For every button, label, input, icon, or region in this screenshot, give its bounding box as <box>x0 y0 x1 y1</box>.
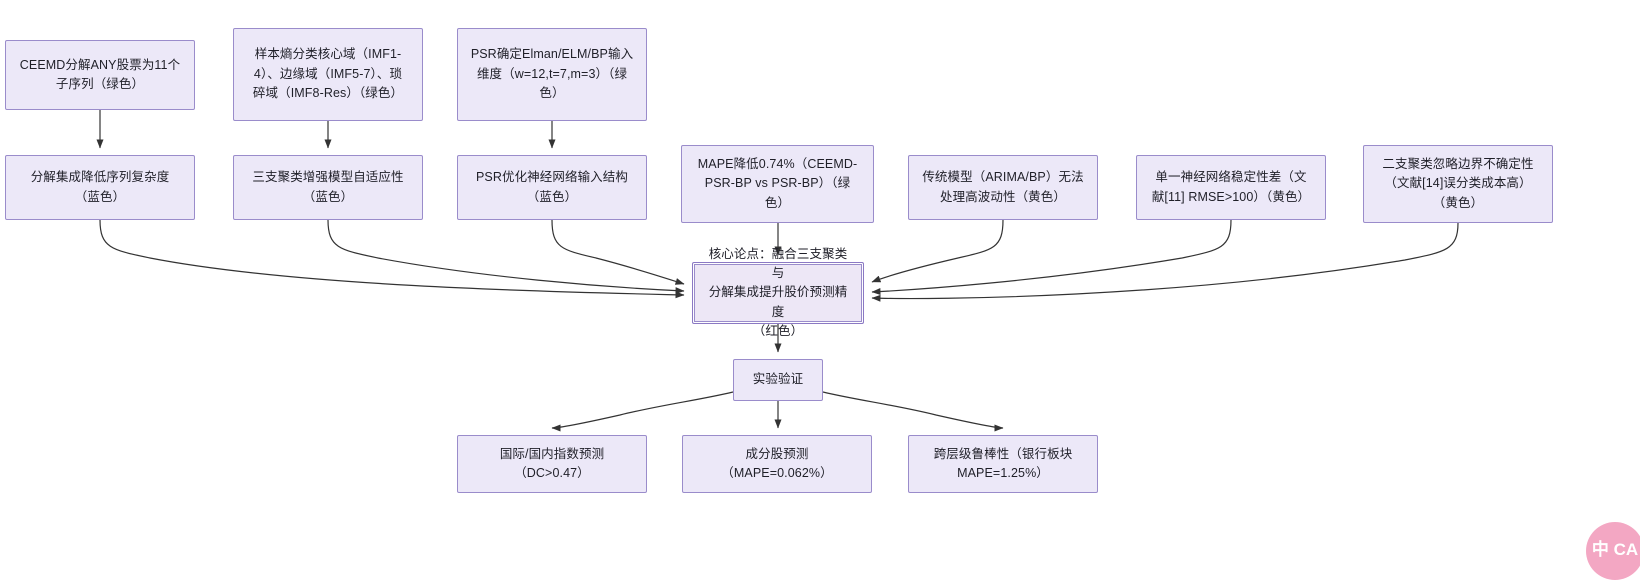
edge-threeway-to-core <box>327 219 685 295</box>
edge-traditional-to-core <box>871 219 1004 283</box>
edge-complexity-to-core <box>99 219 685 299</box>
psr-input-dimension-node-label: PSR确定Elman/ELM/BP输入 维度（w=12,t=7,m=3）（绿 色… <box>470 47 634 101</box>
edge-psropt-to-core <box>551 219 685 285</box>
traditional-model-limitation-node[interactable]: 传统模型（ARIMA/BP）无法 处理高波动性（黄色） <box>908 155 1098 220</box>
decomposition-complexity-node-label: 分解集成降低序列复杂度 （蓝色） <box>30 170 170 204</box>
experiment-validation-node-label: 实验验证 <box>752 372 804 387</box>
psr-optimize-network-node[interactable]: PSR优化神经网络输入结构 （蓝色） <box>457 155 647 220</box>
three-way-clustering-node-label: 三支聚类增强模型自适应性 （蓝色） <box>252 170 404 204</box>
ceemd-decompose-node-label: CEEMD分解ANY股票为11个 子序列（绿色） <box>19 57 181 91</box>
index-forecast-node[interactable]: 国际/国内指数预测 （DC>0.47） <box>457 435 647 493</box>
core-thesis-node[interactable]: 核心论点：融合三支聚类与 分解集成提升股价预测精度 （红色） <box>692 247 864 338</box>
watermark-badge: 中 CA <box>1586 522 1640 580</box>
single-network-stability-node[interactable]: 单一神经网络稳定性差（文 献[11] RMSE>100）（黄色） <box>1136 155 1326 220</box>
index-forecast-node-label: 国际/国内指数预测 （DC>0.47） <box>499 446 605 480</box>
decomposition-complexity-node[interactable]: 分解集成降低序列复杂度 （蓝色） <box>5 155 195 220</box>
cross-level-robustness-node-label: 跨层级鲁棒性（银行板块 MAPE=1.25%） <box>933 446 1073 480</box>
two-way-clustering-limitation-node-label: 二支聚类忽略边界不确定性 （文献[14]误分类成本高） （黄色） <box>1382 156 1534 210</box>
constituent-stock-forecast-node-label: 成分股预测 （MAPE=0.062%） <box>721 446 833 480</box>
edge-experiment-to-robust <box>822 391 1004 432</box>
three-way-clustering-node[interactable]: 三支聚类增强模型自适应性 （蓝色） <box>233 155 423 220</box>
psr-input-dimension-node[interactable]: PSR确定Elman/ELM/BP输入 维度（w=12,t=7,m=3）（绿 色… <box>457 28 647 121</box>
single-network-stability-node-label: 单一神经网络稳定性差（文 献[11] RMSE>100）（黄色） <box>1151 170 1311 204</box>
edge-single-to-core <box>871 219 1232 296</box>
mape-reduction-node[interactable]: MAPE降低0.74%（CEEMD- PSR-BP vs PSR-BP）（绿 色… <box>681 145 874 223</box>
mape-reduction-node-label: MAPE降低0.74%（CEEMD- PSR-BP vs PSR-BP）（绿 色… <box>697 156 858 210</box>
experiment-validation-node[interactable]: 实验验证 <box>733 359 823 401</box>
constituent-stock-forecast-node[interactable]: 成分股预测 （MAPE=0.062%） <box>682 435 872 493</box>
psr-optimize-network-node-label: PSR优化神经网络输入结构 （蓝色） <box>475 170 628 204</box>
core-thesis-node-label: 核心论点：融合三支聚类与 分解集成提升股价预测精度 （红色） <box>708 246 848 339</box>
sample-entropy-node-label: 样本熵分类核心域（IMF1- 4）、边缘域（IMF5-7）、琐 碎域（IMF8-… <box>252 47 404 101</box>
watermark-text: 中 CA <box>1591 540 1639 560</box>
traditional-model-limitation-node-label: 传统模型（ARIMA/BP）无法 处理高波动性（黄色） <box>922 170 1084 204</box>
edge-twoway-to-core <box>871 222 1459 302</box>
edge-experiment-to-index <box>551 391 734 432</box>
sample-entropy-node[interactable]: 样本熵分类核心域（IMF1- 4）、边缘域（IMF5-7）、琐 碎域（IMF8-… <box>233 28 423 121</box>
two-way-clustering-limitation-node[interactable]: 二支聚类忽略边界不确定性 （文献[14]误分类成本高） （黄色） <box>1363 145 1553 223</box>
cross-level-robustness-node[interactable]: 跨层级鲁棒性（银行板块 MAPE=1.25%） <box>908 435 1098 493</box>
ceemd-decompose-node[interactable]: CEEMD分解ANY股票为11个 子序列（绿色） <box>5 40 195 110</box>
